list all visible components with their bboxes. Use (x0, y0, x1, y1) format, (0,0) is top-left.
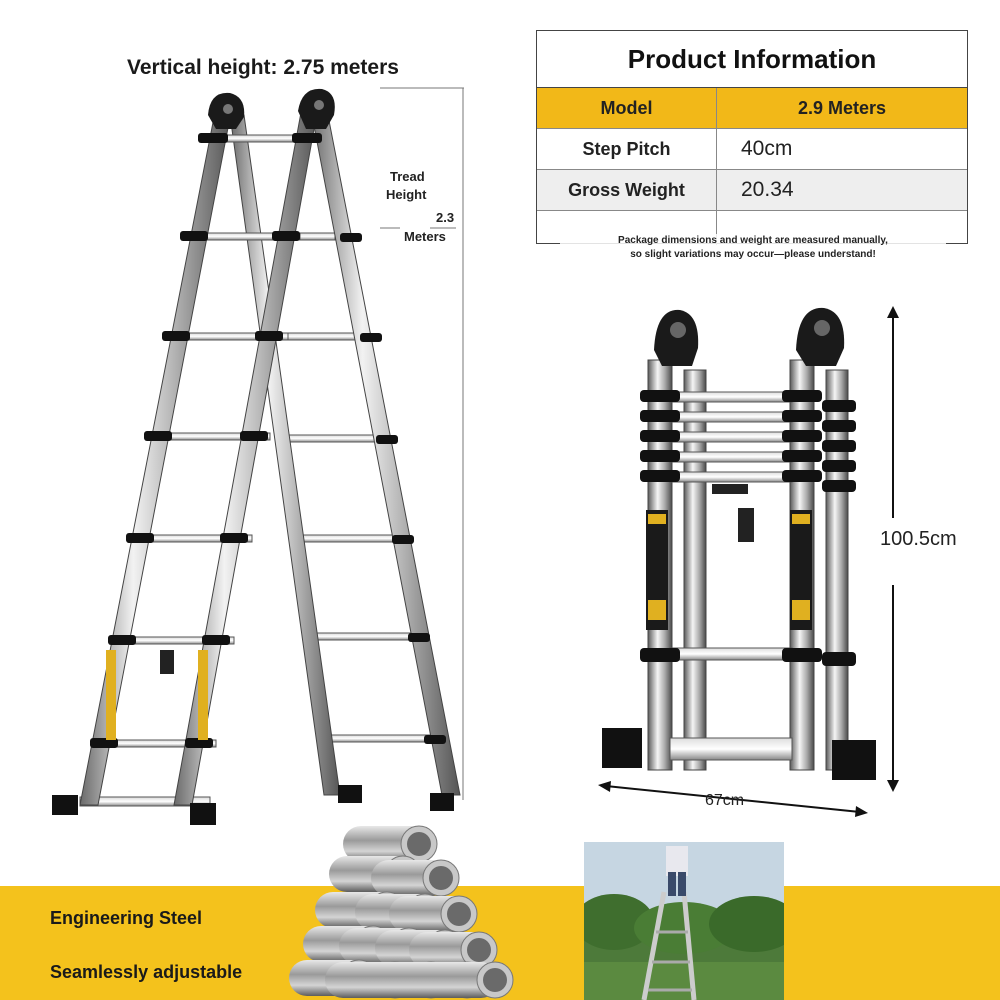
feature-engineering-steel: Engineering Steel (50, 908, 203, 928)
row-value: 20.34 (741, 178, 794, 201)
folded-width-label: 67cm (705, 792, 745, 809)
table-row: Model 2.9 Meters (537, 88, 967, 129)
tread-label-2: Height (386, 187, 427, 202)
feature-seamlessly-adjustable: Seamlessly adjustable (50, 962, 243, 982)
measurement-note: Package dimensions and weight are measur… (560, 234, 946, 262)
table-row (537, 211, 967, 245)
tread-label-1: Tread (390, 169, 425, 184)
row-label: Model (537, 88, 717, 128)
product-info-table: Product Information Model 2.9 Meters Ste… (536, 30, 968, 245)
row-value: 40cm (741, 137, 793, 160)
steel-tubes-image (289, 825, 514, 999)
vertical-height-label: Vertical height: 2.75 meters (127, 56, 399, 79)
tread-label-4: Meters (404, 229, 446, 244)
note-line-1: Package dimensions and weight are measur… (618, 235, 888, 246)
folded-height-label: 100.5cm (880, 528, 957, 550)
outdoor-photo-image (584, 842, 784, 1000)
note-line-2: so slight variations may occur—please un… (630, 249, 876, 260)
row-label (537, 211, 717, 245)
folded-ladder-image (602, 307, 876, 780)
table-row: Step Pitch 40cm (537, 129, 967, 170)
product-info-title: Product Information (537, 31, 967, 88)
tread-label-3: 2.3 (436, 210, 455, 225)
row-label: Step Pitch (537, 129, 717, 169)
table-row: Gross Weight 20.34 (537, 170, 967, 211)
row-label: Gross Weight (537, 170, 717, 210)
row-value: 2.9 Meters (797, 97, 887, 118)
a-frame-ladder-image (52, 88, 461, 825)
